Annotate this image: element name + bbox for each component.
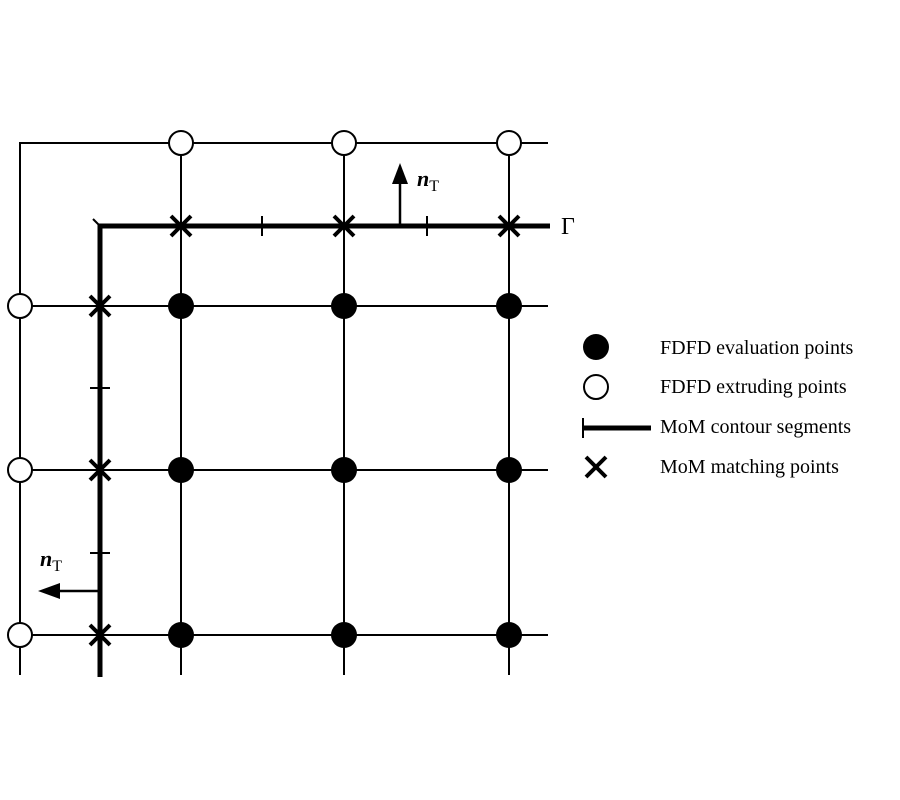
open-circle-icon <box>583 374 609 400</box>
legend-label: FDFD evaluation points <box>660 337 854 359</box>
corner-tick <box>92 218 101 227</box>
extruding-point <box>7 293 33 319</box>
evaluation-point <box>168 457 194 483</box>
legend-label: FDFD extruding points <box>660 376 847 398</box>
extruding-point <box>7 622 33 648</box>
legend-item-contour: MoM contour segments <box>582 416 851 438</box>
gamma-label: Γ <box>561 214 575 240</box>
legend-label: MoM contour segments <box>660 416 851 438</box>
evaluation-point <box>496 293 522 319</box>
evaluation-point <box>496 622 522 648</box>
evaluation-point <box>168 622 194 648</box>
legend-item-matching: MoM matching points <box>584 455 839 479</box>
matching-point <box>332 214 356 238</box>
legend-item-evaluation: FDFD evaluation points <box>583 334 854 360</box>
extruding-points <box>7 130 522 648</box>
evaluation-points <box>168 293 522 648</box>
legend: FDFD evaluation points FDFD extruding po… <box>582 334 854 479</box>
extruding-point <box>331 130 357 156</box>
normal-label-left: nT <box>40 546 62 575</box>
matching-point <box>169 214 193 238</box>
normal-arrow-top <box>392 163 408 224</box>
extruding-point <box>7 457 33 483</box>
evaluation-point <box>331 293 357 319</box>
matching-point <box>497 214 521 238</box>
normal-arrow-left <box>38 583 98 599</box>
matching-point <box>88 294 112 318</box>
contour-gamma <box>97 223 550 677</box>
matching-point <box>88 458 112 482</box>
legend-item-extruding: FDFD extruding points <box>583 374 847 400</box>
grid-lines <box>19 142 548 675</box>
normal-label-top: nT <box>417 166 439 195</box>
extruding-point <box>168 130 194 156</box>
arrow-up-icon <box>392 163 408 184</box>
arrow-left-icon <box>38 583 60 599</box>
evaluation-point <box>331 622 357 648</box>
mom-contour <box>90 216 550 677</box>
legend-label: MoM matching points <box>660 456 839 478</box>
extruding-point <box>496 130 522 156</box>
matching-points <box>88 214 521 647</box>
filled-circle-icon <box>583 334 609 360</box>
matching-point <box>88 623 112 647</box>
evaluation-point <box>331 457 357 483</box>
outer-boundary-line <box>19 142 548 675</box>
evaluation-point <box>496 457 522 483</box>
cross-icon <box>584 455 608 479</box>
evaluation-point <box>168 293 194 319</box>
